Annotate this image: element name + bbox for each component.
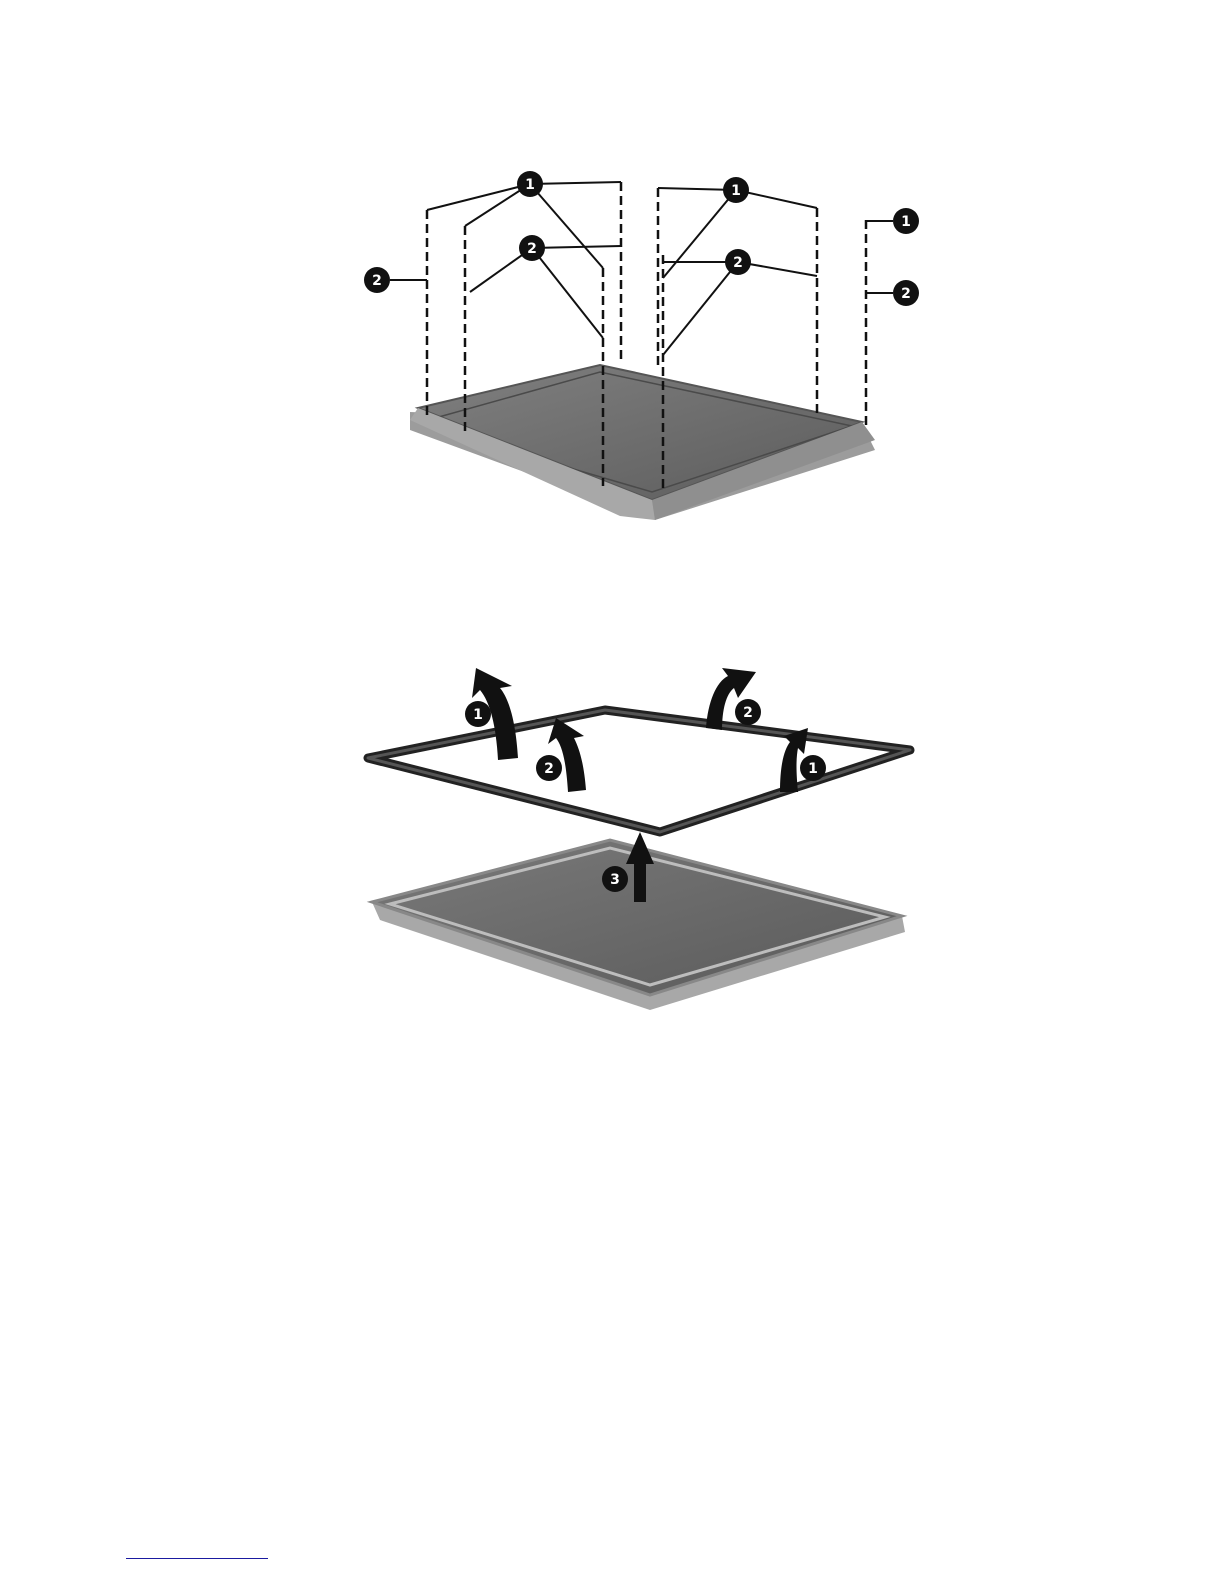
svg-text:1: 1 [901, 214, 911, 230]
svg-text:3: 3 [610, 872, 620, 888]
figure-bezel-removal: 1 2 2 1 3 [0, 640, 1224, 1030]
svg-text:2: 2 [901, 286, 911, 302]
svg-text:2: 2 [733, 255, 743, 271]
callout-3: 3 [602, 866, 628, 892]
svg-text:2: 2 [527, 241, 537, 257]
callout-1: 1 [465, 701, 491, 727]
svg-text:2: 2 [544, 761, 554, 777]
svg-text:1: 1 [525, 177, 535, 193]
callout-1: 1 [723, 177, 749, 203]
svg-text:2: 2 [743, 705, 753, 721]
footnote-divider [126, 1558, 268, 1559]
display-bezel-image [368, 710, 910, 832]
curved-arrow-icon [548, 718, 586, 792]
callout-1: 1 [517, 171, 543, 197]
callout-2: 2 [536, 755, 562, 781]
callout-2: 2 [519, 235, 545, 261]
callout-2: 2 [893, 280, 919, 306]
svg-text:2: 2 [372, 273, 382, 289]
callout-2: 2 [364, 267, 390, 293]
callout-2: 2 [735, 699, 761, 725]
svg-text:1: 1 [731, 183, 741, 199]
display-panel-image [410, 365, 875, 520]
callout-1: 1 [800, 755, 826, 781]
svg-text:1: 1 [473, 707, 483, 723]
svg-text:1: 1 [808, 761, 818, 777]
figure-screws-removal: 1 1 1 2 2 2 2 [0, 150, 1224, 530]
callout-2: 2 [725, 249, 751, 275]
callout-1: 1 [893, 208, 919, 234]
